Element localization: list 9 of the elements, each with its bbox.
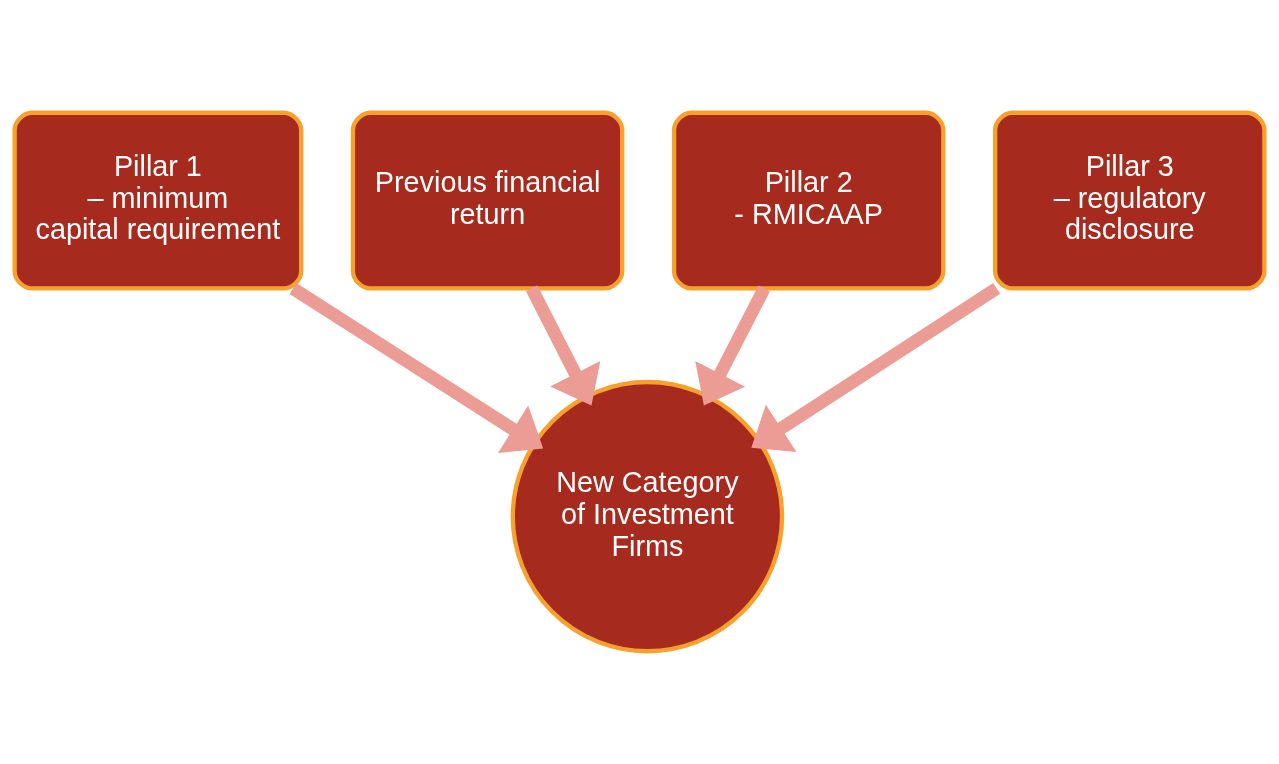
node-box: Pillar 1 – minimum capital requirement [12, 110, 304, 291]
arrow [751, 283, 1001, 452]
arrow [695, 285, 770, 406]
arrow [525, 285, 601, 406]
arrow [289, 282, 544, 453]
node-box: Pillar 3 – regulatory disclosure [992, 110, 1267, 291]
node-circle: New Category of Investment Firms [510, 379, 785, 654]
node-box: Previous financial return [350, 110, 625, 291]
node-box: Pillar 2 - RMICAAP [671, 110, 946, 291]
